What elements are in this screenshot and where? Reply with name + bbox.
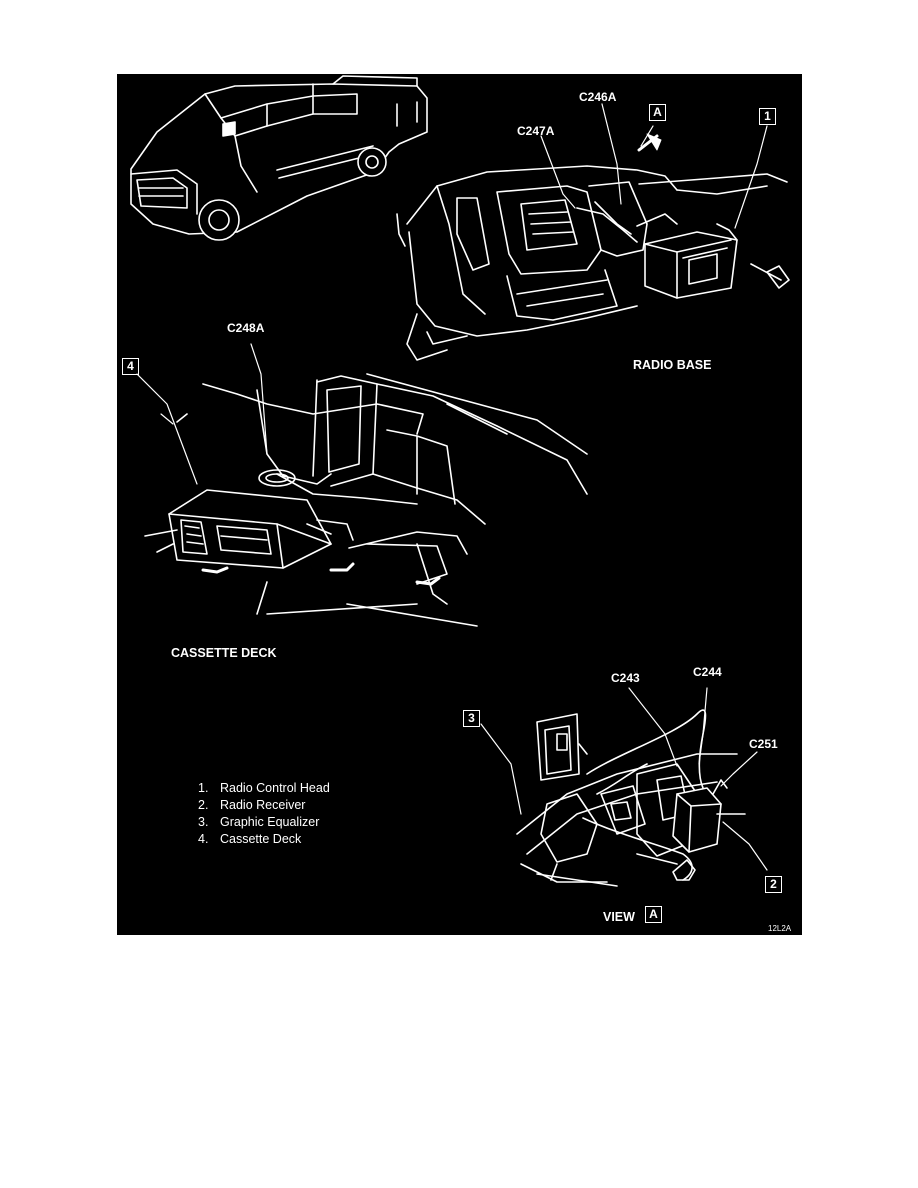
legend-item-4: 4.Cassette Deck	[198, 832, 302, 846]
bottom-leader-lines	[480, 687, 768, 871]
callout-box-2: 2	[765, 876, 782, 893]
connector-label-c244: C244	[693, 665, 722, 679]
section-title-radio-base: RADIO BASE	[633, 358, 712, 372]
connector-label-c246a: C246A	[579, 90, 617, 104]
component-legend: 1.Radio Control Head 2.Radio Receiver 3.…	[198, 780, 330, 848]
legend-item-1: 1.Radio Control Head	[198, 781, 330, 795]
section-title-cassette-deck: CASSETTE DECK	[171, 646, 277, 660]
view-a-arrow-shaft	[637, 134, 659, 152]
legend-item-3: 3.Graphic Equalizer	[198, 815, 320, 829]
radio-component-diagram: C246A C247A C248A C243 C244 C251 A 1 4 3…	[117, 74, 802, 935]
cassette-deck-illustration	[144, 373, 588, 627]
radio-base-dash-illustration	[396, 165, 790, 361]
diagram-illustration	[130, 75, 790, 887]
pickup-truck-illustration	[130, 75, 428, 241]
legend-item-2: 2.Radio Receiver	[198, 798, 306, 812]
callout-box-4: 4	[122, 358, 139, 375]
callout-box-1: 1	[759, 108, 776, 125]
middle-leader-lines	[136, 343, 268, 485]
connector-label-c248a: C248A	[227, 321, 265, 335]
connector-label-c247a: C247A	[517, 124, 555, 138]
callout-box-3: 3	[463, 710, 480, 727]
top-leader-lines	[540, 103, 768, 229]
section-title-view: VIEW	[603, 910, 635, 924]
connector-label-c243: C243	[611, 671, 640, 685]
view-callout-box-a: A	[645, 906, 662, 923]
view-a-illustration	[516, 709, 746, 887]
callout-box-a: A	[649, 104, 666, 121]
figure-code: 12L2A	[768, 924, 792, 933]
connector-label-c251: C251	[749, 737, 778, 751]
